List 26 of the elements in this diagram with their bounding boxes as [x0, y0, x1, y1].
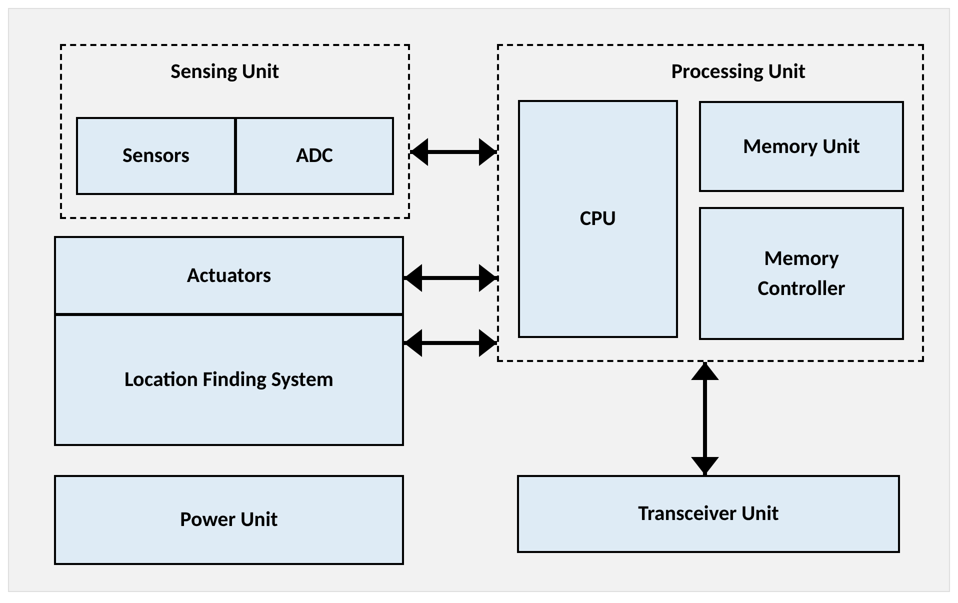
dashed-group-box	[60, 44, 410, 219]
component-box	[235, 117, 394, 195]
component-box	[699, 207, 904, 340]
box-label: Memory Controller	[756, 244, 846, 302]
component-box	[517, 475, 900, 553]
box-label: Power Unit	[180, 505, 278, 534]
group-title: Sensing Unit	[170, 58, 280, 84]
double-arrow	[404, 329, 497, 357]
box-label: CPU	[580, 204, 616, 234]
component-box	[54, 314, 404, 446]
double-arrow	[404, 264, 497, 292]
component-box	[54, 236, 404, 315]
box-label: Sensors	[122, 141, 190, 170]
component-box	[76, 117, 236, 195]
component-box	[518, 100, 678, 338]
dashed-group-box	[497, 44, 924, 362]
box-label: Transceiver Unit	[638, 499, 779, 528]
box-label: Location Finding System	[124, 365, 334, 394]
group-title: Processing Unit	[671, 58, 806, 84]
box-label: ADC	[296, 141, 334, 170]
component-box	[699, 101, 904, 192]
double-arrow	[410, 138, 497, 166]
box-label: Actuators	[186, 260, 272, 290]
double-arrow	[691, 362, 719, 475]
component-box	[54, 475, 404, 565]
box-label: Memory Unit	[743, 132, 860, 161]
